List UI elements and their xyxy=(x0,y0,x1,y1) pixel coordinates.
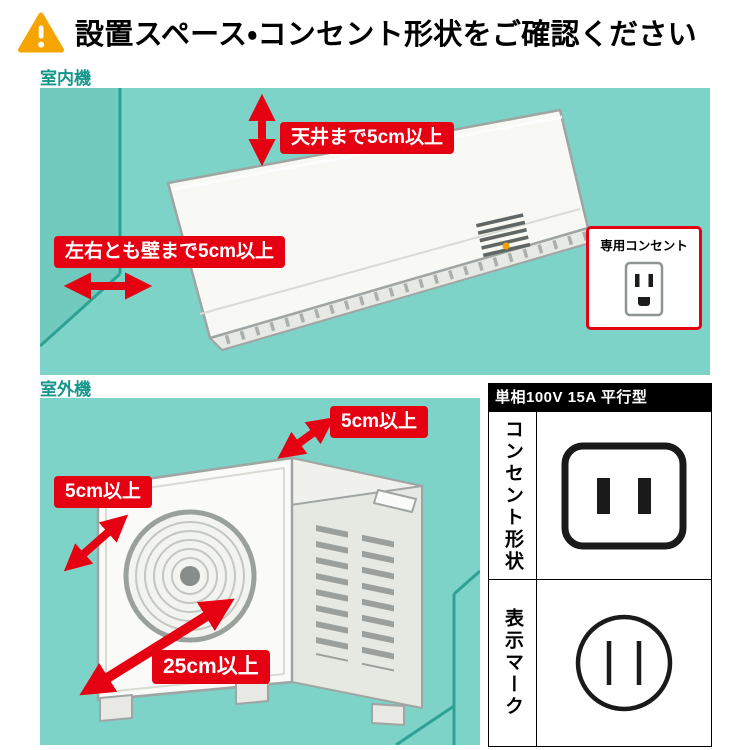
outdoor-section-label: 室外機 xyxy=(40,380,91,399)
spec-header: 単相100V 15A 平行型 xyxy=(488,383,712,411)
back-arrow xyxy=(277,417,335,459)
outdoor-unit xyxy=(96,456,423,726)
room-corner xyxy=(395,569,480,745)
outdoor-panel: 5cm以上 5cm以上 25cm以上 xyxy=(40,398,480,745)
page-title: 設置スペース・コンセント形状をご確認ください xyxy=(75,19,697,51)
side-vent-grille xyxy=(476,213,531,258)
display-mark-label: 表示マーク xyxy=(489,580,537,746)
front-clearance-label: 25cm以上 xyxy=(152,650,270,685)
indoor-panel: 天井まで5cm以上 左右とも壁まで5cm以上 専用コンセント xyxy=(40,88,710,375)
header: 設置スペース・コンセント形状をご確認ください xyxy=(0,0,750,64)
indoor-section-label: 室内機 xyxy=(40,69,91,88)
flat-blade-outlet-icon xyxy=(561,442,687,549)
spec-row-display-mark: 表示マーク xyxy=(489,579,711,746)
foot xyxy=(371,703,405,726)
clearance-arrows xyxy=(63,93,276,300)
side-clearance-label: 5cm以上 xyxy=(54,476,153,508)
clearance-arrows xyxy=(63,417,335,696)
spec-table: コンセント形状 表示マーク xyxy=(488,411,712,747)
foot xyxy=(99,694,133,722)
dedicated-outlet-box: 専用コンセント xyxy=(586,226,702,330)
outdoor-unit-illustration xyxy=(63,417,480,745)
spec-panel: 単相100V 15A 平行型 コンセント形状 表示マーク xyxy=(488,383,712,747)
front-arrow xyxy=(79,598,235,696)
spec-row-outlet-shape: コンセント形状 xyxy=(489,412,711,579)
outlet-illustration xyxy=(624,261,664,317)
dedicated-outlet-label: 専用コンセント xyxy=(600,239,688,253)
outlet-shape-label: コンセント形状 xyxy=(489,412,537,579)
indicator-lamp xyxy=(502,242,510,250)
side-vents xyxy=(316,524,394,672)
parallel-blade-mark-icon xyxy=(575,614,673,712)
side-clearance-label: 左右とも壁まで5cm以上 xyxy=(54,236,286,268)
ceiling-clearance-label: 天井まで5cm以上 xyxy=(280,122,455,154)
back-clearance-label: 5cm以上 xyxy=(330,406,429,438)
side-arrow xyxy=(63,514,129,572)
handle xyxy=(373,489,417,513)
room-corner xyxy=(40,88,122,348)
warning-icon xyxy=(18,12,64,53)
